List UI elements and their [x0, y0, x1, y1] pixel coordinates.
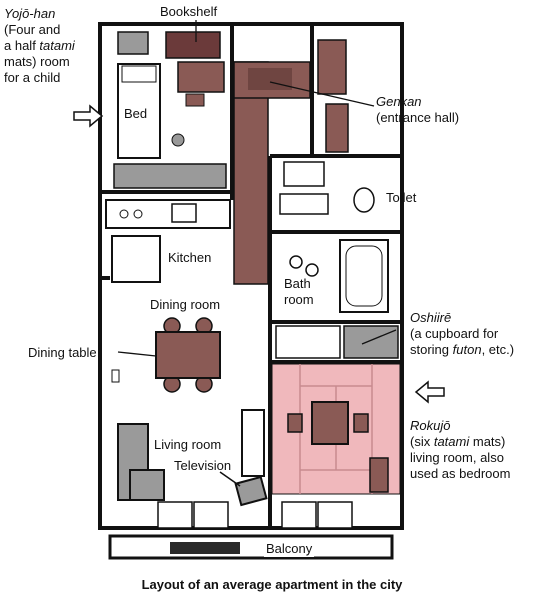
- sofa-seat: [129, 469, 165, 501]
- washing-machine: [279, 193, 329, 215]
- yojohan-desc-1: (Four and: [4, 22, 61, 37]
- bath-label: Bath room: [284, 276, 314, 308]
- yojohan-desc-3: mats) room: [4, 54, 70, 69]
- dining-chairs: [163, 317, 213, 393]
- refrigerator: [111, 235, 161, 283]
- bath-label-1: Bath: [284, 276, 311, 291]
- wall-outlet: [111, 369, 120, 383]
- bed-label: Bed: [124, 106, 148, 121]
- child-closet: [113, 163, 227, 189]
- yojohan-desc-2b: tatami: [39, 38, 75, 53]
- oshiire-desc-2: storing futon, etc.): [410, 342, 514, 358]
- television-label: Television: [174, 458, 232, 473]
- oshiire-name: Oshiirē: [410, 310, 452, 325]
- balcony-grate: [170, 542, 240, 554]
- child-chair: [185, 93, 205, 107]
- interior-walls: [100, 24, 402, 528]
- bath-bucket: [305, 263, 319, 277]
- yojohan-name: Yojō-han: [4, 6, 56, 21]
- rokujo-desc-1c: mats): [469, 434, 506, 449]
- shoe-cabinet-2: [325, 103, 349, 153]
- dining-room-label: Dining room: [150, 297, 221, 312]
- low-table: [311, 401, 349, 445]
- arrow-left-icon: [73, 104, 104, 128]
- bed-pillow: [121, 65, 157, 83]
- oshiire-label: Oshiirē (a cupboard for storing futon, e…: [410, 310, 514, 358]
- toilet-label: Toilet: [386, 190, 417, 205]
- yojohan-desc-2: a half tatami: [4, 38, 75, 54]
- chest: [369, 457, 389, 493]
- rokujo-desc-1: (six tatami mats): [410, 434, 510, 450]
- television-pointer: [219, 471, 241, 487]
- wastebasket: [171, 133, 185, 147]
- oshiire-left: [275, 325, 341, 359]
- figure-caption: Layout of an average apartment in the ci…: [141, 577, 403, 592]
- kitchen-label: Kitchen: [168, 250, 212, 265]
- oshiire-desc-2c: , etc.): [481, 342, 515, 357]
- bookshelf: [165, 31, 221, 59]
- rokujo-desc-3: used as bedroom: [410, 466, 511, 481]
- bookshelf-label: Bookshelf: [160, 4, 218, 19]
- arrow-right-icon: [414, 380, 445, 404]
- yojohan-desc-2a: a half: [4, 38, 40, 53]
- living-room-label: Living room: [154, 437, 222, 452]
- stove-burner-1: [119, 209, 129, 219]
- zabuton-right: [353, 413, 369, 433]
- bath-stool: [289, 255, 303, 269]
- stove-burner-2: [133, 209, 143, 219]
- child-window-sill: [117, 31, 149, 55]
- bath-label-2: room: [284, 292, 314, 307]
- rokujo-desc-1a: (six: [410, 434, 434, 449]
- label-pointers: [117, 20, 397, 357]
- rokujo-desc-2: living room, also: [410, 450, 504, 465]
- dining-table-label: Dining table: [28, 345, 97, 360]
- child-desk: [177, 61, 225, 93]
- oshiire-desc-2a: storing: [410, 342, 453, 357]
- rokujo-label: Rokujō (six tatami mats) living room, al…: [410, 418, 510, 482]
- kitchen-counter: [105, 199, 231, 229]
- oshiire-cupboard: [343, 325, 399, 359]
- genkan-mat: [248, 68, 292, 90]
- oshiire-desc-1: (a cupboard for: [410, 326, 499, 341]
- shoe-cabinet: [317, 39, 347, 95]
- balcony-label: Balcony: [264, 541, 315, 557]
- oshiire-desc-2b: futon: [452, 342, 482, 357]
- yojohan-label: Yojō-han (Four and a half tatami mats) r…: [4, 6, 75, 86]
- toilet-bowl: [353, 187, 375, 213]
- balcony: [108, 534, 394, 560]
- television: [234, 475, 268, 507]
- bathtub-inner: [345, 245, 383, 307]
- washbasin: [283, 161, 325, 187]
- genkan-floor: [233, 61, 269, 285]
- zabuton-left: [287, 413, 303, 433]
- genkan-name: Genkan: [376, 94, 422, 109]
- rokujo-desc-1b: tatami: [433, 434, 470, 449]
- rokujo-name: Rokujō: [410, 418, 451, 433]
- dining-table: [155, 331, 221, 379]
- genkan-label: Genkan (entrance hall): [376, 94, 459, 126]
- balcony-doors: [157, 501, 353, 529]
- cabinet: [241, 409, 265, 477]
- yojohan-desc-4: for a child: [4, 70, 61, 85]
- kitchen-sink: [171, 203, 197, 223]
- genkan-desc: (entrance hall): [376, 110, 460, 125]
